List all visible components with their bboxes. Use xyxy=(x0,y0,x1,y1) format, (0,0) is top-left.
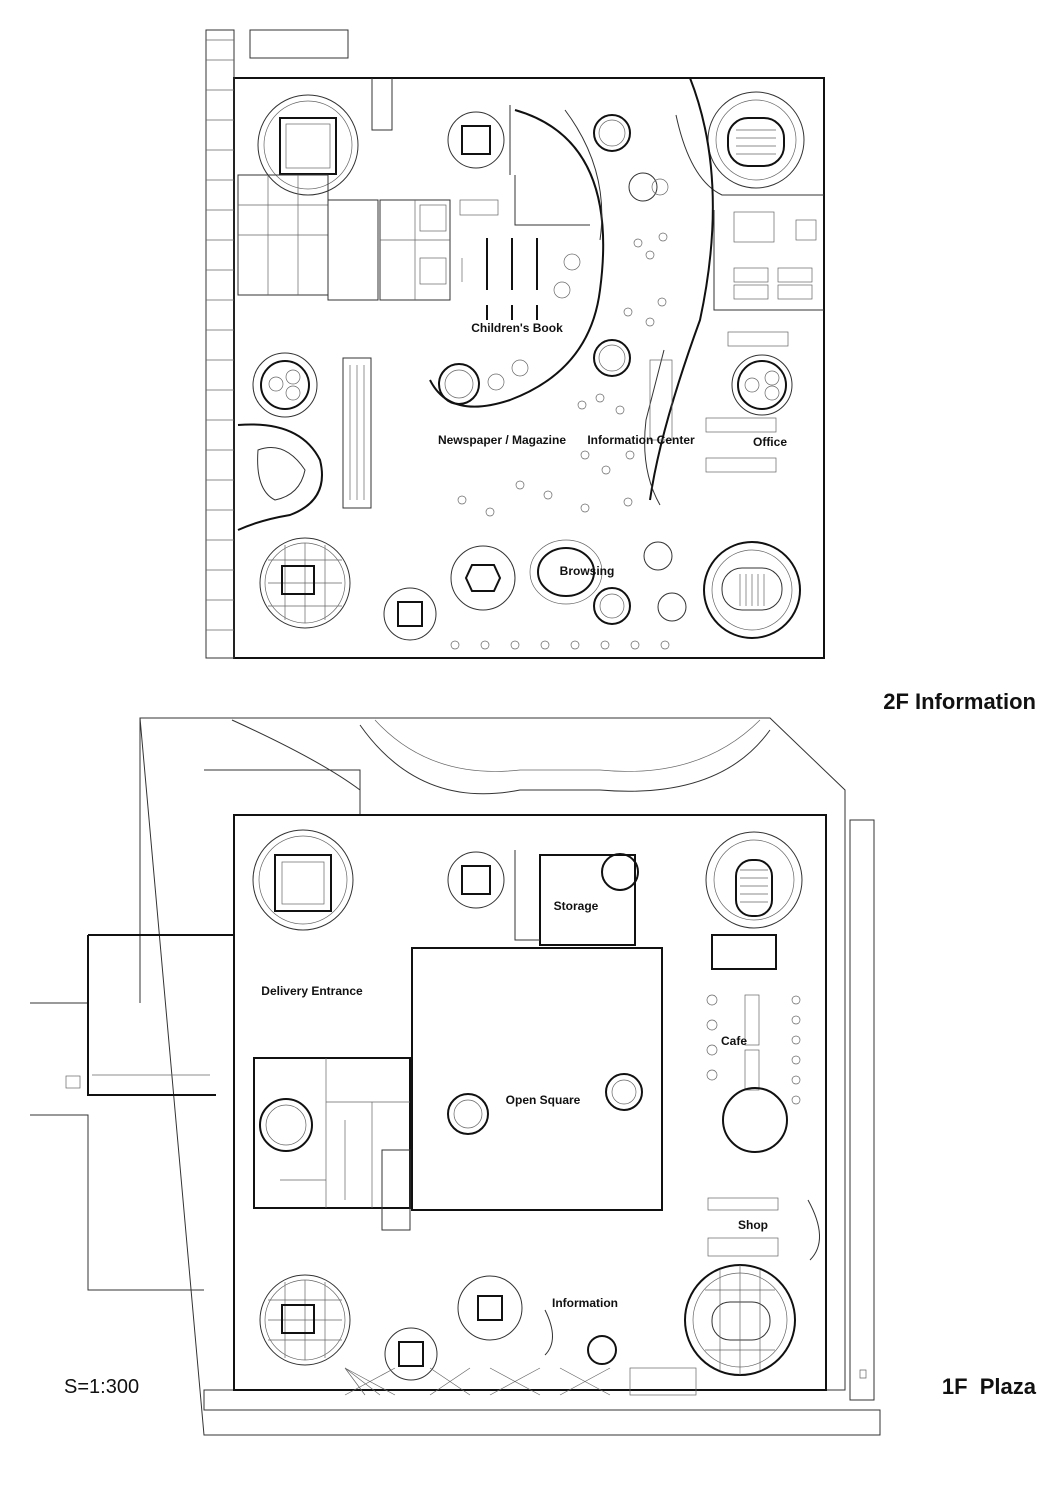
core-2f-topleft xyxy=(257,94,359,196)
ramp-strip-2f xyxy=(205,29,235,659)
office-column-2f xyxy=(731,354,793,416)
browsing-table-2f xyxy=(529,539,603,605)
stair-core-2f-topright xyxy=(675,91,824,196)
label-shop: Shop xyxy=(738,1218,768,1232)
label-browsing: Browsing xyxy=(560,564,615,578)
canopy-lines-1f xyxy=(344,1367,697,1396)
info-center-wall-2f xyxy=(649,77,714,501)
column-2f-left xyxy=(252,352,318,418)
small-cores-1f-bottom xyxy=(384,1275,617,1381)
rooms-block-2f xyxy=(237,78,451,301)
columns-1f-square xyxy=(447,1073,643,1135)
toilets-block-1f xyxy=(253,1057,411,1231)
site-outline-1f xyxy=(139,717,881,1436)
small-cores-2f-bottom xyxy=(383,545,516,641)
label-newspaper-magazine: Newspaper / Magazine xyxy=(438,433,566,447)
seating-2f xyxy=(450,178,670,650)
core-1f-bottomleft xyxy=(259,1274,351,1366)
label-childrens-book: Children's Book xyxy=(471,321,563,335)
stair-core-1f-topright xyxy=(705,831,803,929)
lounge-wall-2f xyxy=(237,423,323,531)
core-1f-topleft xyxy=(252,829,354,931)
stair-core-2f-bottomright xyxy=(703,541,801,639)
office-desks-2f xyxy=(705,210,824,473)
elevator-core-1f xyxy=(447,851,505,909)
stair-core-1f-bottomright xyxy=(684,1264,796,1376)
partition-curve-2f xyxy=(429,109,605,408)
scale-label: S=1:300 xyxy=(64,1376,139,1398)
plan-2f-boundary xyxy=(233,77,825,659)
plan-2f: Children's Book Newspaper / Magazine Inf… xyxy=(205,29,825,659)
plan-1f: Storage Delivery Entrance Cafe Open Squa… xyxy=(30,717,881,1436)
label-office: Office xyxy=(753,435,787,449)
cafe-furniture-1f xyxy=(706,934,801,1153)
elevator-core-2f-top xyxy=(447,111,505,169)
label-storage: Storage xyxy=(554,899,599,913)
label-information-center: Information Center xyxy=(587,433,695,447)
label-delivery-entrance: Delivery Entrance xyxy=(261,984,363,998)
core-2f-bottomleft xyxy=(259,537,351,629)
label-cafe: Cafe xyxy=(721,1034,747,1048)
open-square-box-1f xyxy=(411,947,663,1211)
label-open-square: Open Square xyxy=(506,1093,581,1107)
bookshelves-2f xyxy=(459,199,538,320)
plan-1f-boundary xyxy=(233,814,827,1391)
east-strip-1f xyxy=(849,819,875,1401)
columns-2f xyxy=(438,114,687,625)
floor-label-1f: 1F Plaza xyxy=(942,1374,1037,1399)
shop-displays-1f xyxy=(707,1197,820,1261)
floor-label-2f: 2F Information xyxy=(883,689,1036,714)
storage-room-1f xyxy=(514,850,639,946)
label-information: Information xyxy=(552,1296,618,1310)
escalator-2f xyxy=(342,357,372,509)
